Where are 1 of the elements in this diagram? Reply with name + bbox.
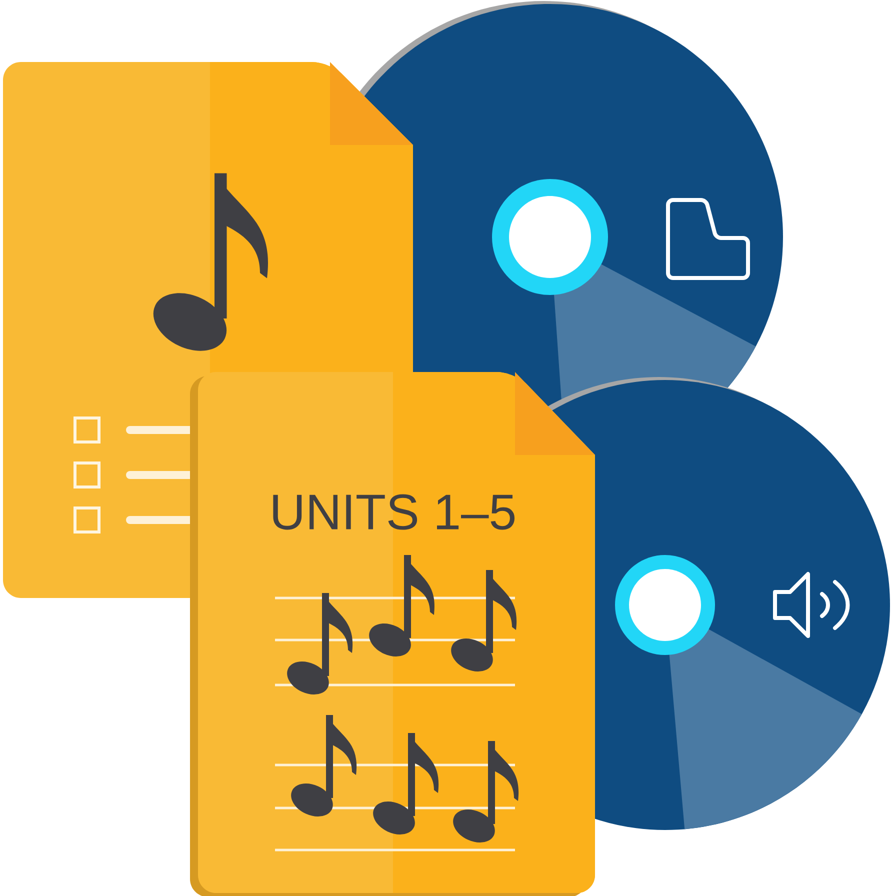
heading-text: UNITS 1–5	[273, 494, 514, 530]
